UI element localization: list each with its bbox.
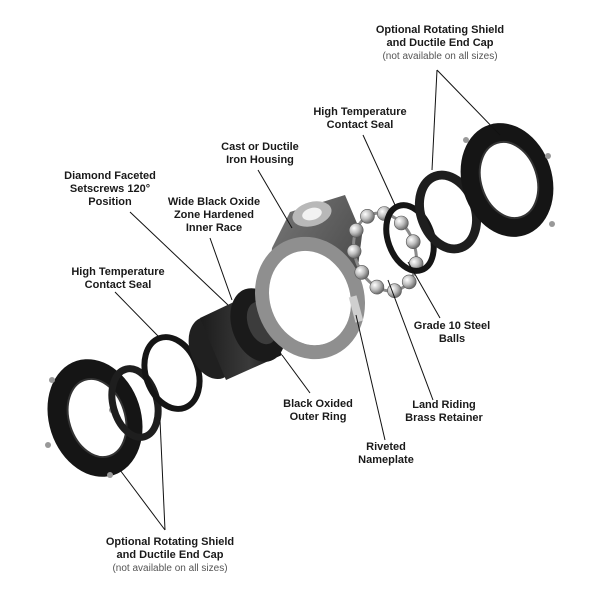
- callout-nameplate: Riveted Nameplate: [346, 441, 426, 467]
- cap-screw: [463, 137, 469, 143]
- callout-text: and Ductile End Cap: [116, 549, 224, 561]
- callout-text: Wide Black Oxide: [167, 196, 261, 208]
- callout-text: Zone Hardened: [173, 209, 255, 221]
- steel-ball: [348, 223, 364, 238]
- callout-text: Riveted: [366, 441, 406, 453]
- callout-balls: Grade 10 Steel Balls: [402, 320, 502, 346]
- cap-screw: [45, 442, 51, 448]
- steel-ball: [354, 265, 370, 280]
- cap-screw: [49, 377, 55, 383]
- callout-shield-top: Optional Rotating Shield and Ductile End…: [352, 24, 528, 63]
- cap-screw: [549, 221, 555, 227]
- callout-text: Inner Race: [185, 222, 243, 234]
- callout-text: Balls: [438, 333, 466, 345]
- cap-screw: [107, 472, 113, 478]
- callout-inner-race: Wide Black Oxide Zone Hardened Inner Rac…: [158, 196, 270, 235]
- callout-text: Nameplate: [358, 454, 414, 466]
- iron-housing: [254, 195, 366, 360]
- callout-text: Setscrews 120°: [69, 183, 151, 195]
- callout-retainer: Land Riding Brass Retainer: [392, 399, 496, 425]
- callout-text: Land Riding: [412, 399, 476, 411]
- callout-text: High Temperature: [71, 266, 165, 278]
- callout-text: Grade 10 Steel: [413, 320, 491, 332]
- callout-setscrews: Diamond Faceted Setscrews 120° Position: [55, 170, 165, 209]
- callout-text: Optional Rotating Shield: [375, 24, 505, 36]
- steel-ball: [393, 215, 409, 231]
- callout-text: Diamond Faceted: [64, 170, 156, 182]
- callout-note: (not available on all sizes): [112, 563, 228, 574]
- steel-ball: [387, 283, 402, 299]
- end-cap-right: [460, 123, 555, 237]
- callout-seal-top: High Temperature Contact Seal: [300, 106, 420, 132]
- callout-text: High Temperature: [313, 106, 407, 118]
- leader-lines: [114, 69, 501, 531]
- callout-housing: Cast or Ductile Iron Housing: [205, 141, 315, 167]
- callout-outer-ring: Black Oxided Outer Ring: [268, 398, 368, 424]
- steel-ball: [369, 279, 385, 295]
- steel-ball: [346, 244, 362, 259]
- callout-shield-bottom: Optional Rotating Shield and Ductile End…: [82, 536, 258, 575]
- callout-text: Contact Seal: [326, 119, 394, 131]
- callout-note: (not available on all sizes): [382, 51, 498, 62]
- steel-ball: [360, 209, 375, 224]
- steel-ball: [405, 234, 421, 249]
- callout-text: Contact Seal: [84, 279, 152, 291]
- callout-seal-left: High Temperature Contact Seal: [62, 266, 174, 292]
- nameplate: [348, 295, 364, 323]
- callout-text: Optional Rotating Shield: [105, 536, 235, 548]
- callout-text: and Ductile End Cap: [386, 37, 494, 49]
- callout-text: Cast or Ductile: [221, 141, 299, 153]
- callout-text: Iron Housing: [226, 154, 294, 166]
- callout-text: Black Oxided: [283, 398, 353, 410]
- steel-ball: [401, 274, 417, 290]
- cap-screw: [545, 153, 551, 159]
- callout-text: Outer Ring: [289, 411, 347, 423]
- callout-text: Brass Retainer: [405, 412, 483, 424]
- callout-text: Position: [88, 196, 132, 208]
